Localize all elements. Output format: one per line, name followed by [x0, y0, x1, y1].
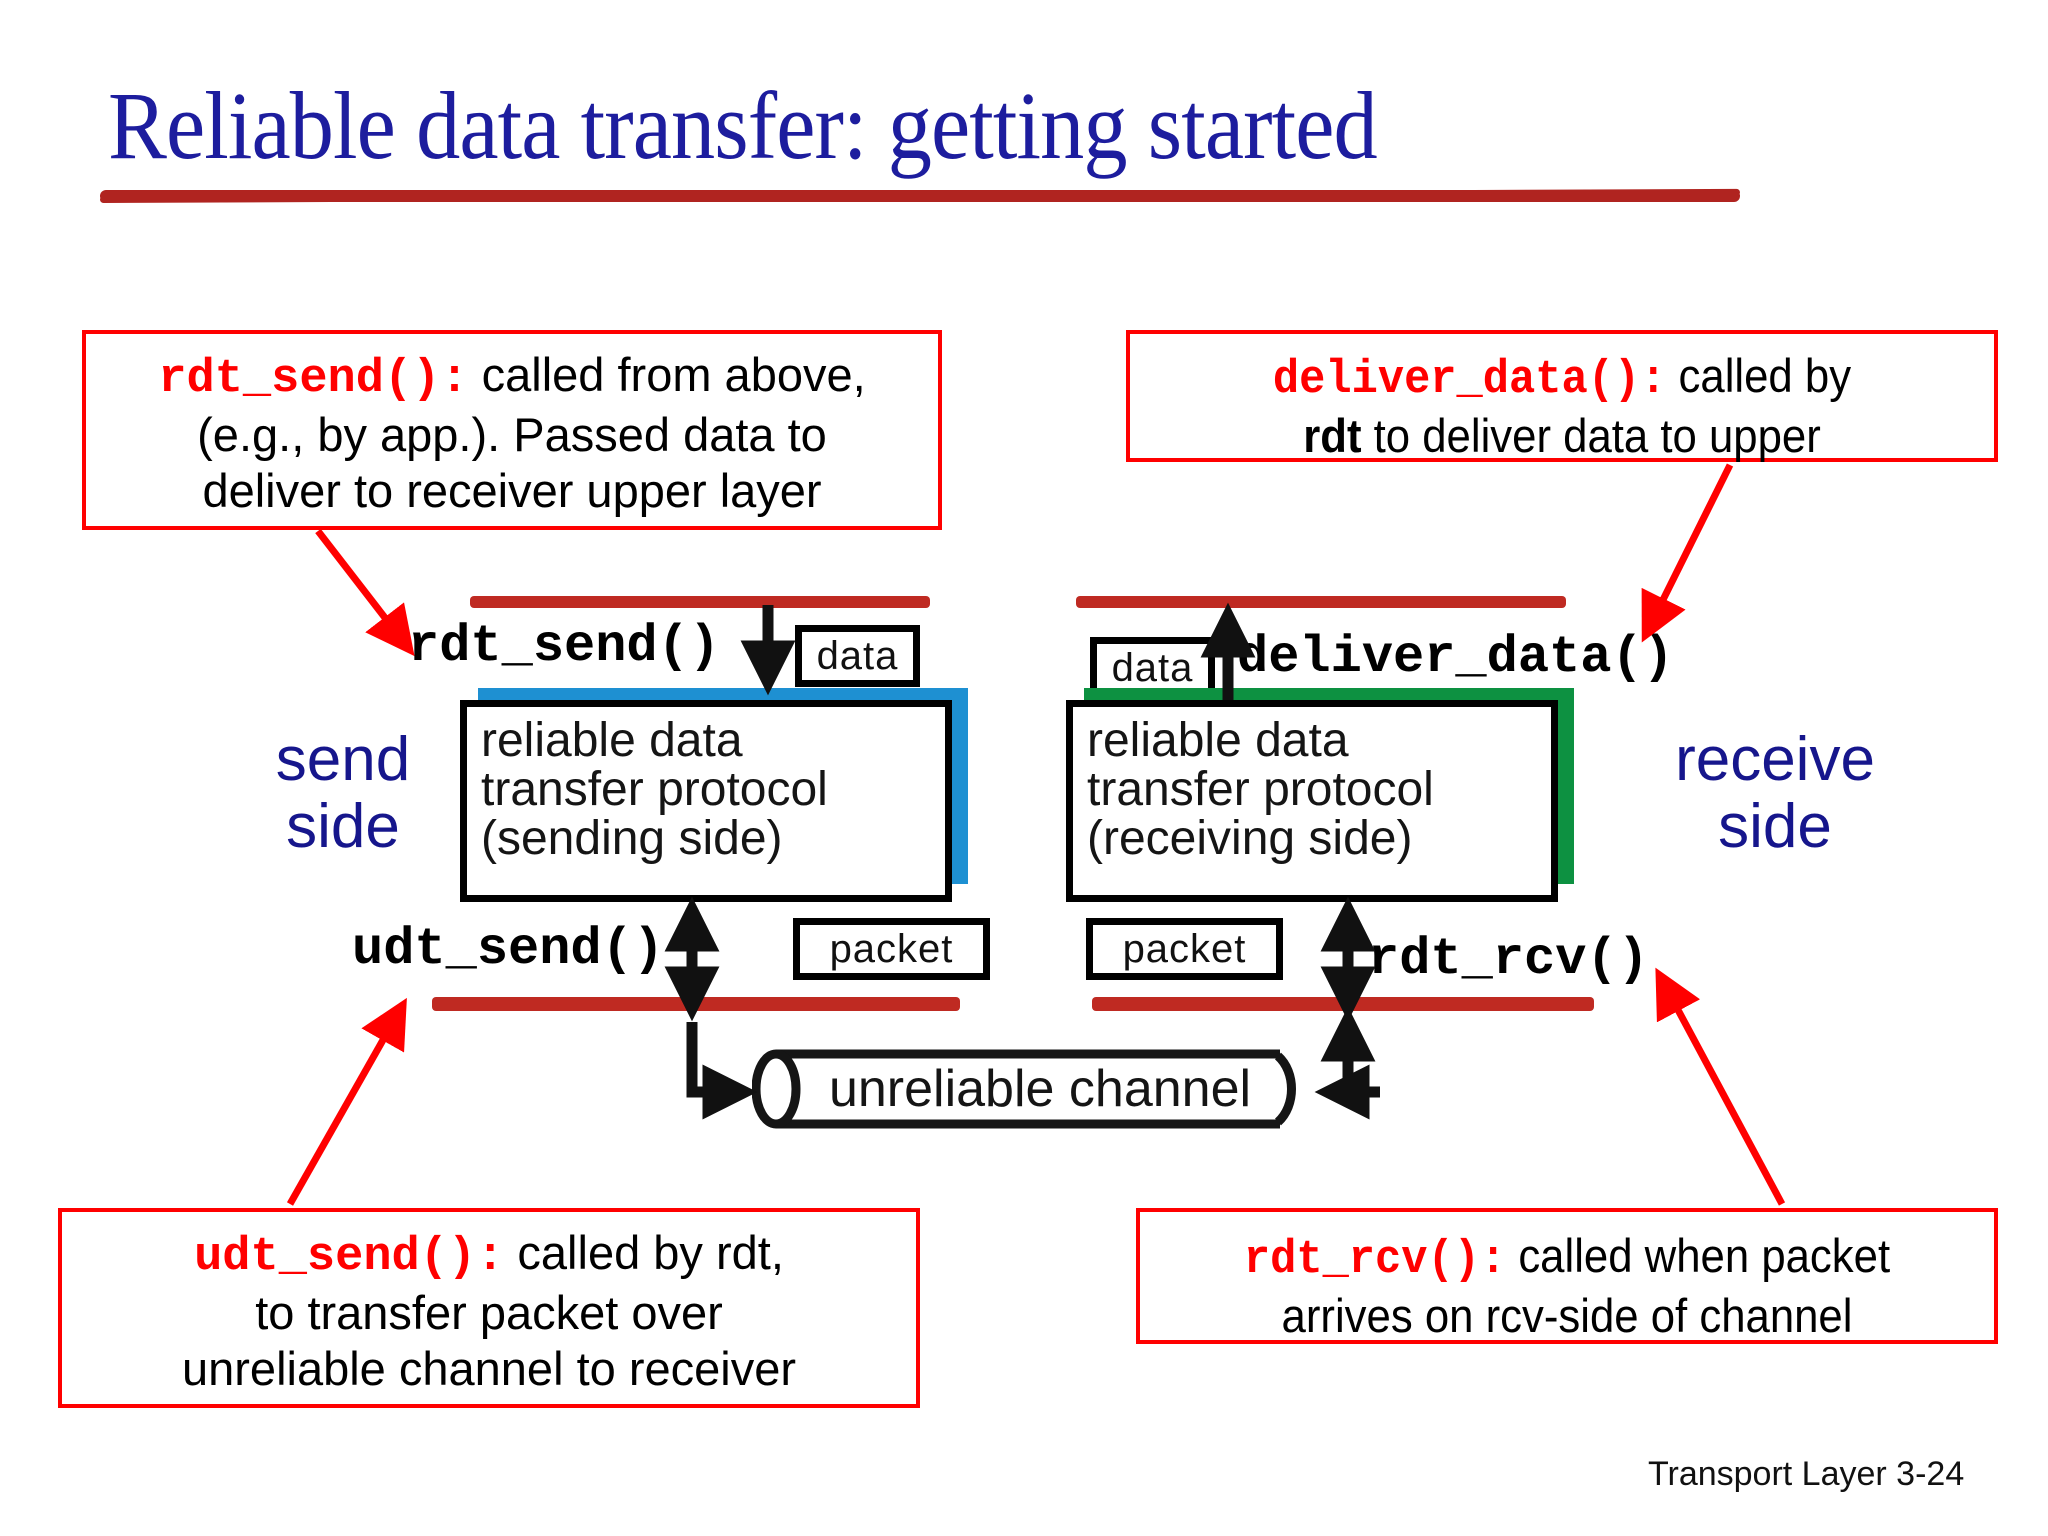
callout-udt-send-line3: unreliable channel to receiver: [182, 1341, 796, 1395]
data-box-send: data: [795, 625, 920, 687]
callout-deliver-data: deliver_data(): called by rdt to deliver…: [1126, 330, 1998, 462]
protocol-recv-line1: reliable data: [1087, 714, 1349, 767]
callout-rdt-rcv: rdt_rcv(): called when packet arrives on…: [1136, 1208, 1998, 1344]
unreliable-channel-shape: [752, 1049, 1296, 1129]
page-title: Reliable data transfer: getting started: [108, 72, 1378, 179]
protocol-send-line3: (sending side): [481, 811, 783, 865]
callout-udt-send: udt_send(): called by rdt, to transfer p…: [58, 1208, 920, 1408]
callout-rdt-send-line2: (e.g., by app.). Passed data to: [197, 408, 827, 462]
callout-rdt-rcv-rest: called when packet: [1506, 1229, 1891, 1282]
diagram-label-rdt-send: rdt_send(): [408, 617, 721, 676]
connector-rdt-send: [315, 528, 415, 657]
protocol-recv-line2: transfer protocol: [1087, 762, 1434, 816]
callout-rdt-send-fn: rdt_send():: [158, 353, 469, 406]
callout-rdt-send-rest: called from above,: [468, 348, 866, 401]
receive-side-label: receive side: [1630, 725, 1920, 861]
callout-deliver-data-rest: called by: [1666, 349, 1852, 402]
protocol-box-send: reliable data transfer protocol (sending…: [460, 700, 952, 902]
send-lower-layer-line: [432, 997, 960, 1011]
arrow-send-to-channel: [686, 1022, 758, 1120]
send-side-line2: side: [286, 791, 400, 861]
packet-box-send: packet: [793, 918, 990, 980]
send-side-line1: send: [275, 725, 411, 794]
protocol-send-line2: transfer protocol: [481, 762, 828, 816]
send-upper-layer-line: [470, 596, 930, 608]
receive-upper-layer-line: [1076, 596, 1566, 608]
callout-rdt-send: rdt_send(): called from above, (e.g., by…: [82, 330, 942, 530]
title-underline-rule: [100, 190, 1740, 202]
protocol-send-line1: reliable data: [481, 714, 743, 767]
protocol-recv-line3: (receiving side): [1087, 811, 1413, 865]
receive-side-line1: receive: [1675, 725, 1875, 794]
diagram-label-udt-send: udt_send(): [352, 920, 665, 979]
protocol-box-receive: reliable data transfer protocol (receivi…: [1066, 700, 1558, 902]
arrow-channel-to-receive: [1314, 1006, 1380, 1120]
connector-deliver-data: [1641, 463, 1734, 643]
callout-rdt-send-line3: deliver to receiver upper layer: [202, 463, 822, 517]
receive-side-line2: side: [1718, 791, 1832, 861]
receive-lower-layer-line: [1092, 997, 1594, 1011]
diagram-label-rdt-rcv: rdt_rcv(): [1368, 930, 1649, 989]
send-side-label: send side: [238, 725, 448, 861]
callout-udt-send-fn: udt_send():: [194, 1231, 505, 1284]
unreliable-channel-label: unreliable channel: [828, 1060, 1252, 1118]
connector-rdt-rcv: [1655, 967, 1786, 1206]
connector-udt-send: [286, 997, 407, 1206]
slide-footer: Transport Layer 3-24: [1648, 1455, 1965, 1493]
callout-deliver-data-bold: rdt: [1303, 409, 1362, 463]
callout-udt-send-rest: called by rdt,: [504, 1226, 784, 1279]
callout-deliver-data-fn: deliver_data():: [1272, 354, 1667, 407]
callout-deliver-data-line2: to deliver data to upper: [1361, 409, 1821, 463]
packet-box-receive: packet: [1086, 918, 1283, 980]
callout-rdt-rcv-fn: rdt_rcv():: [1243, 1234, 1507, 1287]
diagram-label-deliver-data: deliver_data(): [1237, 628, 1674, 687]
callout-rdt-rcv-line2: arrives on rcv-side of channel: [1281, 1289, 1853, 1343]
callout-udt-send-line2: to transfer packet over: [255, 1286, 723, 1340]
